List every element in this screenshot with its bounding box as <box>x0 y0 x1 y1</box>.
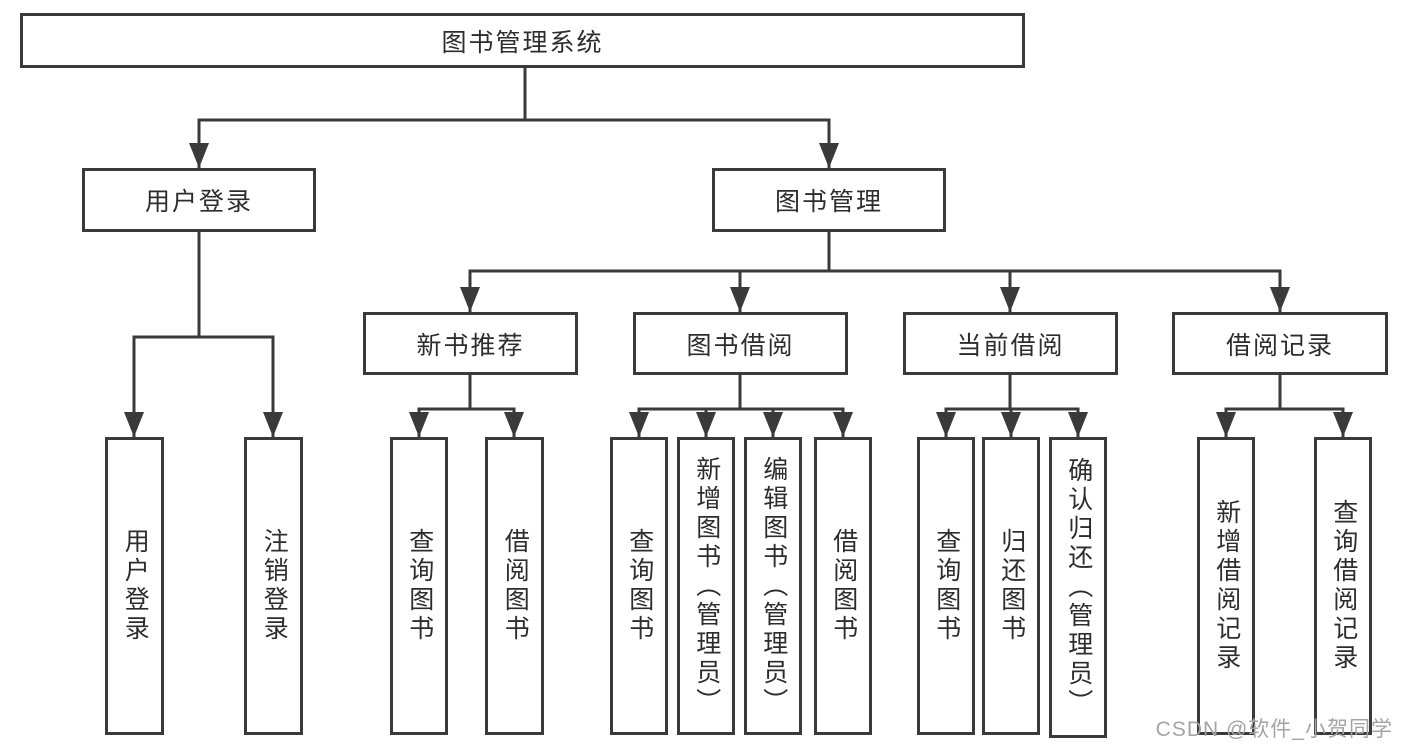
node-book-management: 图书管理 <box>712 168 946 232</box>
leaf-query-books: 查询图书 <box>917 437 975 735</box>
leaf-user-login: 用户登录 <box>105 437 164 735</box>
leaf-query-books: 查询图书 <box>610 437 668 735</box>
leaf-add-borrow-record: 新增借阅记录 <box>1197 437 1255 735</box>
node-new-book-recommendation: 新书推荐 <box>363 312 578 375</box>
node-user-login: 用户登录 <box>82 168 316 232</box>
node-book-borrowing: 图书借阅 <box>633 312 848 375</box>
leaf-borrow-books: 借阅图书 <box>814 437 872 735</box>
leaf-return-books: 归还图书 <box>982 437 1040 735</box>
leaf-query-books: 查询图书 <box>390 437 448 735</box>
leaf-confirm-return-admin: 确认归还（管理员） <box>1049 437 1107 738</box>
leaf-edit-books-admin: 编辑图书（管理员） <box>744 437 802 735</box>
leaf-logout: 注销登录 <box>244 437 303 735</box>
csdn-watermark: CSDN @软件_小贺同学 <box>1155 718 1393 741</box>
leaf-add-books-admin: 新增图书（管理员） <box>677 437 735 735</box>
node-current-borrowing: 当前借阅 <box>903 312 1118 375</box>
node-borrowing-records: 借阅记录 <box>1172 312 1388 375</box>
node-library-management-system: 图书管理系统 <box>20 13 1025 68</box>
leaf-query-borrow-record: 查询借阅记录 <box>1314 437 1372 735</box>
leaf-borrow-books: 借阅图书 <box>485 437 544 735</box>
